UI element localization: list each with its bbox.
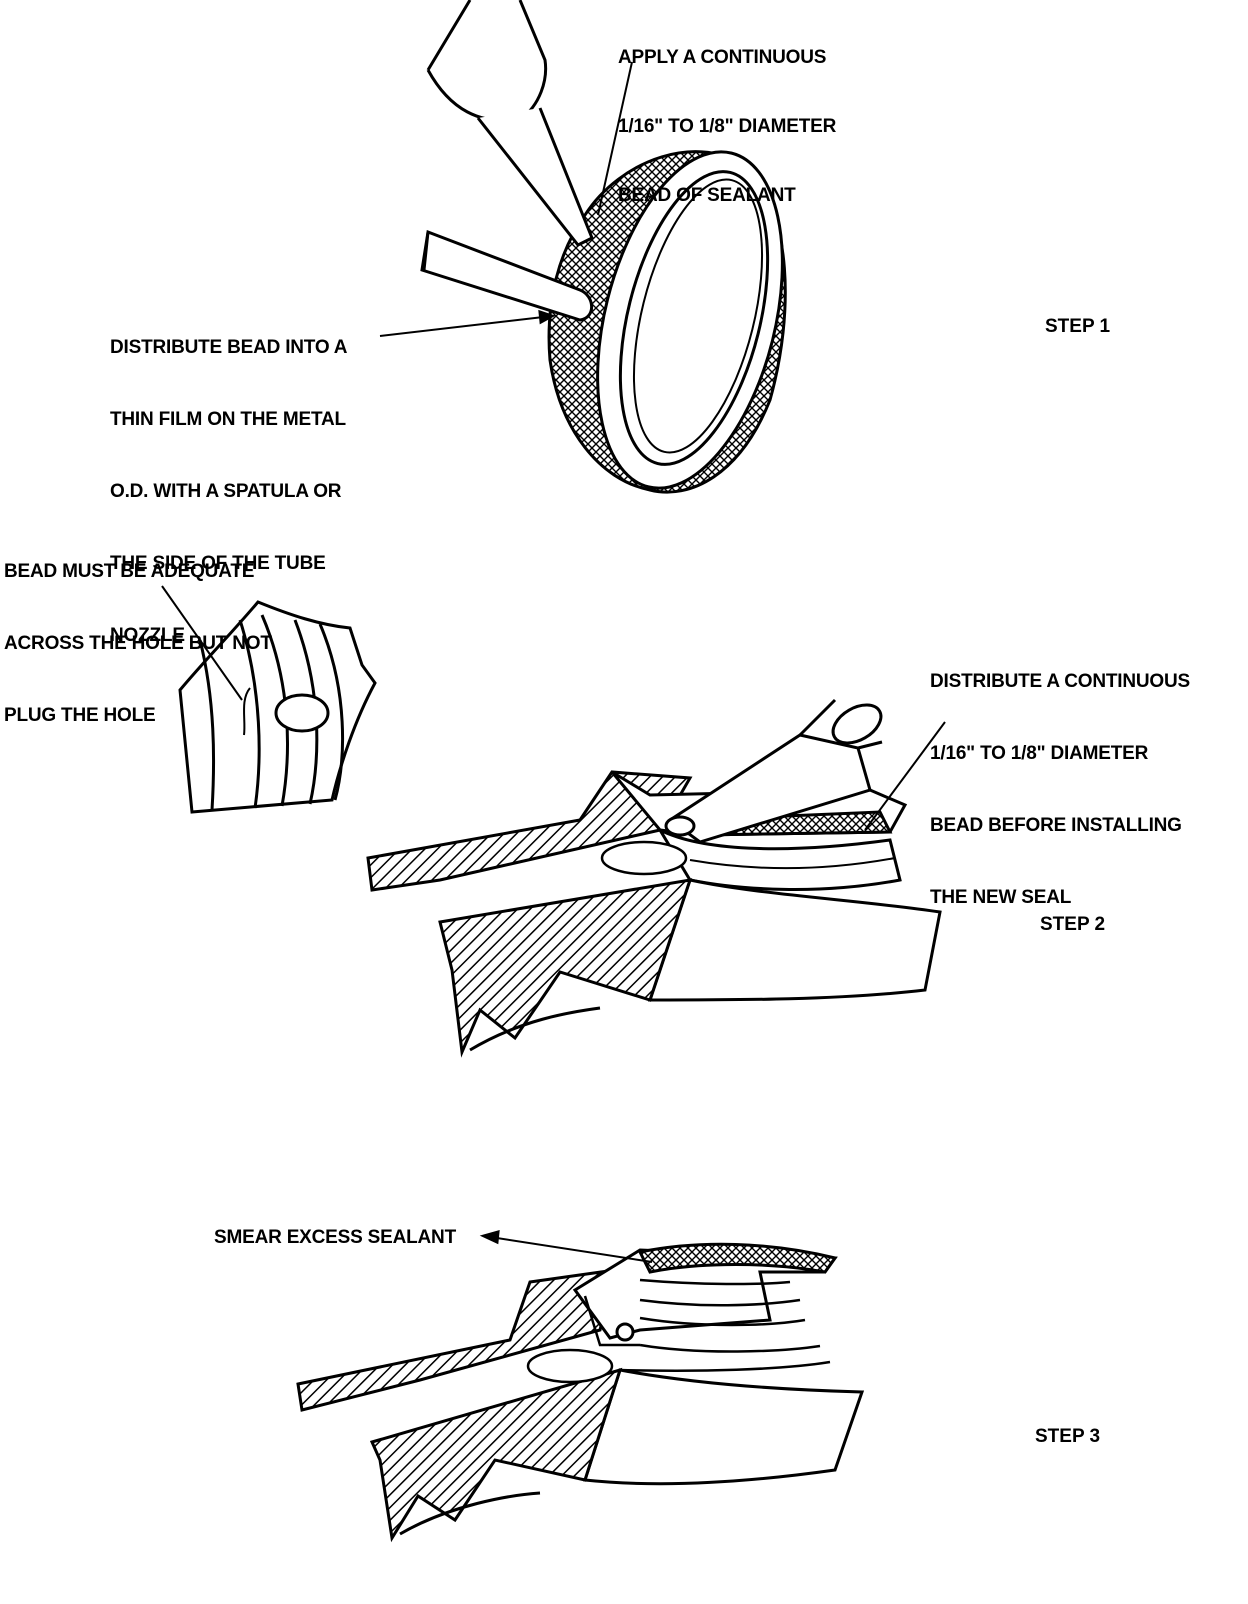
- callout-bead-adequate-line1: BEAD MUST BE ADEQUATE: [4, 561, 255, 582]
- callout-smear-excess: SMEAR EXCESS SEALANT: [214, 1227, 456, 1248]
- callout-distribute-film-line2: THIN FILM ON THE METAL: [110, 409, 346, 430]
- callout-distribute-film: DISTRIBUTE BEAD INTO A THIN FILM ON THE …: [110, 288, 348, 672]
- callout-distribute-film-line3: O.D. WITH A SPATULA OR: [110, 481, 342, 502]
- tube-body: [426, 0, 548, 123]
- callout-distribute-continuous-line2: 1/16" TO 1/8" DIAMETER: [930, 743, 1149, 764]
- leader-bead-adequate: [161, 585, 243, 701]
- callout-distribute-film-line1: DISTRIBUTE BEAD INTO A: [110, 337, 348, 358]
- step2-illustration: [366, 698, 946, 1058]
- step1-label: STEP 1: [1045, 316, 1111, 337]
- callout-distribute-continuous-line1: DISTRIBUTE A CONTINUOUS: [930, 671, 1190, 692]
- step3-label: STEP 3: [1035, 1426, 1101, 1447]
- callout-distribute-film-line5: NOZZLE: [110, 625, 185, 646]
- callout-apply-bead: APPLY A CONTINUOUS 1/16" TO 1/8" DIAMETE…: [618, 0, 836, 230]
- step2-label: STEP 2: [1040, 914, 1106, 935]
- callout-distribute-continuous-line3: BEAD BEFORE INSTALLING: [930, 815, 1182, 836]
- callout-distribute-continuous: DISTRIBUTE A CONTINUOUS 1/16" TO 1/8" DI…: [930, 622, 1190, 934]
- callout-apply-bead-line2: 1/16" TO 1/8" DIAMETER: [618, 116, 837, 137]
- callout-bead-adequate-line2: ACROSS THE HOLE BUT NOT: [4, 633, 272, 654]
- step1-illustration: [379, 0, 787, 494]
- callout-apply-bead-line1: APPLY A CONTINUOUS: [618, 47, 827, 68]
- hole: [274, 693, 330, 733]
- leader-distribute-film: [379, 315, 553, 337]
- ring-inner-groove: [632, 178, 764, 454]
- callout-apply-bead-line3: BEAD OF SEALANT: [618, 185, 796, 206]
- callout-bead-adequate: BEAD MUST BE ADEQUATE ACROSS THE HOLE BU…: [4, 512, 272, 752]
- spatula: [420, 229, 594, 322]
- ring-inner-edge: [618, 170, 770, 466]
- lower-wall-step3: [369, 1367, 623, 1543]
- nozzle-step2: [667, 733, 872, 844]
- leader-apply-bead: [597, 61, 633, 216]
- step3-illustration: [296, 1229, 865, 1543]
- callout-distribute-continuous-line4: THE NEW SEAL: [930, 887, 1072, 908]
- hole-detail-illustration: [161, 585, 377, 814]
- tube-nozzle: [476, 107, 594, 247]
- callout-bead-adequate-line3: PLUG THE HOLE: [4, 705, 156, 726]
- ring-face: [596, 150, 784, 490]
- leader-distribute-continuous: [864, 721, 946, 831]
- leader-smear-excess: [483, 1235, 653, 1263]
- callout-distribute-film-line4: THE SIDE OF THE TUBE: [110, 553, 326, 574]
- lower-wall: [438, 878, 693, 1058]
